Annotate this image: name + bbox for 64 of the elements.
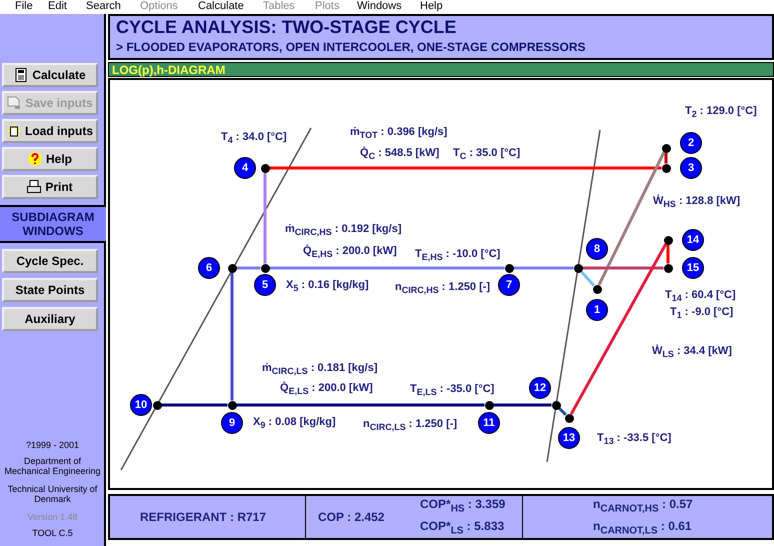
- menu-item: Windows: [357, 0, 402, 12]
- menu-item: File: [15, 0, 33, 12]
- cycle-line: [264, 172, 266, 264]
- cycle-line: [236, 266, 260, 270]
- menu-item: Calculate: [198, 0, 244, 12]
- value-label: T$_{4}$ : 34.0 [°C]: [221, 131, 287, 146]
- menu-item: Search: [86, 0, 121, 12]
- menu-item: Help: [420, 0, 443, 12]
- value-label: T$_{C}$ : 35.0 [°C]: [453, 147, 520, 162]
- cycle-line: [230, 272, 234, 400]
- value-label: T$_{14}$ : 60.4 [°C]: [665, 289, 736, 304]
- value-label: T$_{1}$ : -9.0 [°C]: [670, 306, 734, 320]
- cycle-line: [514, 266, 574, 270]
- cycle-line: [162, 404, 228, 406]
- value-label: T$_{2}$ : 129.0 [°C]: [685, 105, 757, 120]
- cycle-line: [666, 244, 670, 264]
- cycle-line: [236, 404, 484, 406]
- cycle-line: [270, 266, 504, 270]
- load-button: Load inputs: [2, 119, 98, 143]
- cycle-line: [664, 152, 668, 164]
- cycle-line: [270, 166, 662, 170]
- print-button: Print: [2, 175, 98, 199]
- cycle-line: [570, 243, 668, 415]
- value-label: ṁ$_{TOT}$ : 0.396 [kg/s]: [350, 126, 448, 140]
- panel-header: LOG(p),h-DIAGRAM: [112, 63, 226, 77]
- tool-id-text: TOOL C.5: [31, 528, 74, 538]
- cycle-line: [580, 270, 596, 287]
- value-label: n$_{CIRC,LS}$ : 1.250 [-]: [363, 418, 458, 432]
- result-label: COP : 2.452: [318, 510, 384, 524]
- save-button: Save inputs: [2, 91, 98, 115]
- page-title: CYCLE ANALYSIS: TWO-STAGE CYCLE: [116, 17, 456, 38]
- value-label: T$_{13}$ : -33.5 [°C]: [597, 432, 672, 446]
- result-label: n$_{CARNOT,HS}$ : 0.57: [593, 497, 693, 514]
- university-text: Technical University of Denmark: [6, 484, 98, 504]
- result-label: COP*$_{LS}$ : 5.833: [420, 519, 504, 536]
- cycle-line: [558, 407, 567, 416]
- cycle-line: [598, 151, 666, 286]
- help-button: Help: [2, 147, 98, 171]
- value-label: Q̇$_{C}$ : 548.5 [kW]: [360, 147, 440, 162]
- value-label: X$_{9}$ : 0.08 [kg/kg]: [253, 416, 336, 430]
- value-label: Q̇$_{E,LS}$ : 200.0 [kW]: [280, 382, 373, 396]
- cycle-spec-button: Cycle Spec.: [2, 249, 98, 273]
- value-label: n$_{CIRC,HS}$ : 1.250 [-]: [395, 281, 490, 296]
- calculate-button: Calculate: [2, 63, 98, 87]
- auxiliary-button: Auxiliary: [2, 307, 98, 331]
- result-label: REFRIGERANT : R717: [140, 510, 266, 524]
- value-label: Ẇ$_{LS}$ : 34.4 [kW]: [652, 345, 732, 360]
- cycle-line: [582, 266, 664, 270]
- menu-item: Plots: [315, 0, 340, 12]
- result-label: n$_{CARNOT,LS}$ : 0.61: [593, 519, 692, 536]
- version-text: Version 1.48: [26, 512, 79, 522]
- subtitle: > FLOODED EVAPORATORS, OPEN INTERCOOLER, ONE-STAGE COMPRESSORS: [116, 40, 586, 54]
- value-label: Ẇ$_{HS}$ : 128.8 [kW]: [653, 195, 740, 210]
- section-header: SUBDIAGRAM WINDOWS: [0, 205, 106, 243]
- value-label: ṁ$_{CIRC,HS}$ : 0.192 [kg/s]: [285, 223, 402, 238]
- cycle-line: [494, 404, 552, 406]
- value-label: X$_{5}$ : 0.16 [kg/kg]: [286, 279, 369, 294]
- result-label: COP*$_{HS}$ : 3.359: [420, 497, 506, 514]
- menu-item: Tables: [263, 0, 295, 12]
- menu-item: Edit: [48, 0, 67, 12]
- state-points-button: State Points: [2, 278, 98, 302]
- department-text: Department of Mechanical Engineering: [3, 456, 102, 476]
- menu-item: Options: [140, 0, 178, 12]
- copyright-text: ?1999 - 2001: [24, 440, 80, 450]
